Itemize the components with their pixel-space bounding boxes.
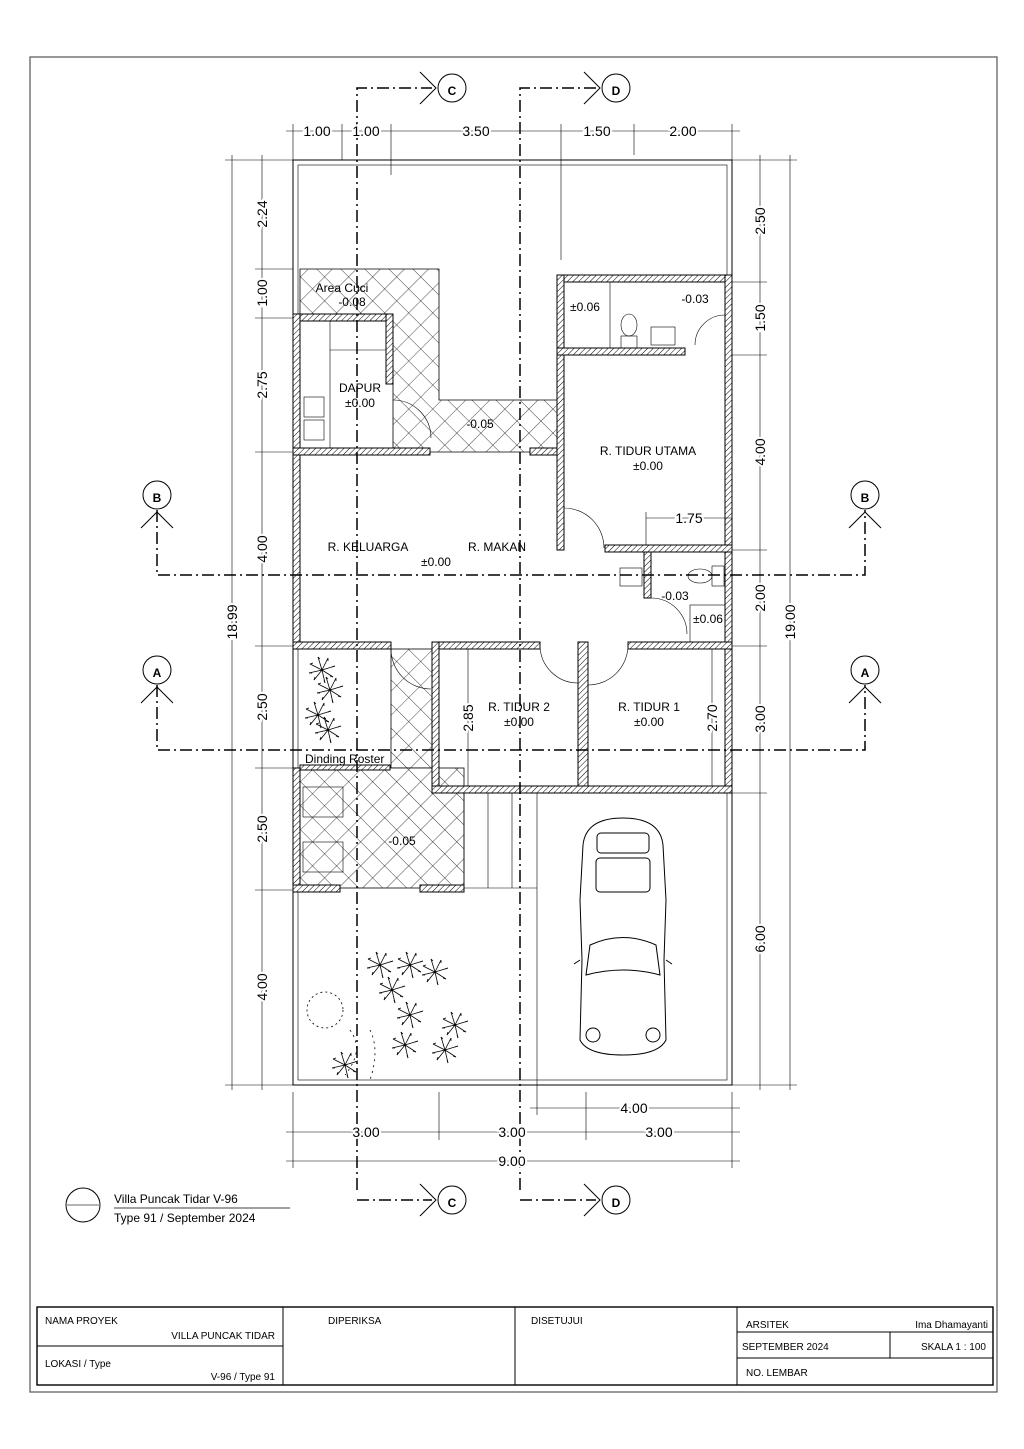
svg-text:3.00: 3.00 xyxy=(645,1124,672,1140)
svg-text:18.99: 18.99 xyxy=(224,604,240,639)
svg-text:4.00: 4.00 xyxy=(254,973,270,1000)
tiled-floor-areas xyxy=(299,268,558,889)
svg-text:4.00: 4.00 xyxy=(620,1100,647,1116)
svg-text:DAPUR: DAPUR xyxy=(339,381,381,395)
svg-text:Dinding Roster: Dinding Roster xyxy=(305,752,384,766)
svg-text:SEPTEMBER 2024: SEPTEMBER 2024 xyxy=(742,1342,829,1353)
svg-text:-0.03: -0.03 xyxy=(661,589,689,603)
sanitary-fixtures xyxy=(302,282,726,873)
section-marker-c-top: C xyxy=(419,71,467,105)
svg-text:±0.00: ±0.00 xyxy=(345,396,375,410)
svg-text:±0.00: ±0.00 xyxy=(633,459,663,473)
section-marker-b-left: B xyxy=(140,480,174,529)
svg-text:1.00: 1.00 xyxy=(303,123,330,139)
svg-text:-0.05: -0.05 xyxy=(388,834,416,848)
svg-text:4.00: 4.00 xyxy=(752,438,768,465)
svg-text:±0.00: ±0.00 xyxy=(421,555,451,569)
svg-text:19.00: 19.00 xyxy=(782,604,798,639)
svg-text:±0.06: ±0.06 xyxy=(693,612,723,626)
svg-text:2.50: 2.50 xyxy=(254,693,270,720)
svg-text:C: C xyxy=(448,84,457,98)
dimension-lines xyxy=(225,124,797,1168)
svg-text:B: B xyxy=(153,491,162,505)
svg-text:2.85: 2.85 xyxy=(460,704,476,731)
svg-text:V-96 / Type 91: V-96 / Type 91 xyxy=(211,1372,276,1383)
svg-text:R. TIDUR 1: R. TIDUR 1 xyxy=(618,700,680,714)
section-lines xyxy=(156,87,866,1201)
svg-text:±0.00: ±0.00 xyxy=(504,715,534,729)
svg-text:3.00: 3.00 xyxy=(498,1124,525,1140)
section-marker-c-bottom: C xyxy=(419,1183,467,1217)
svg-text:R. TIDUR 2: R. TIDUR 2 xyxy=(488,700,550,714)
svg-text:6.00: 6.00 xyxy=(752,925,768,952)
svg-text:C: C xyxy=(448,1196,457,1210)
svg-text:R. TIDUR UTAMA: R. TIDUR UTAMA xyxy=(600,444,696,458)
svg-text:±0.06: ±0.06 xyxy=(570,300,600,314)
svg-text:2.00: 2.00 xyxy=(752,584,768,611)
svg-text:9.00: 9.00 xyxy=(498,1153,525,1169)
section-marker-a-right: A xyxy=(848,655,882,704)
svg-text:2.50: 2.50 xyxy=(752,207,768,234)
walls xyxy=(292,274,733,893)
svg-text:NAMA PROYEK: NAMA PROYEK xyxy=(45,1316,118,1327)
svg-text:-0.03: -0.03 xyxy=(681,292,709,306)
section-marker-d-top: D xyxy=(583,71,631,105)
svg-text:-0.05: -0.05 xyxy=(466,417,494,431)
svg-text:2.75: 2.75 xyxy=(254,371,270,398)
svg-text:4.00: 4.00 xyxy=(254,535,270,562)
section-marker-a-left: A xyxy=(140,655,174,704)
svg-text:±0.00: ±0.00 xyxy=(634,715,664,729)
svg-text:LOKASI / Type: LOKASI / Type xyxy=(45,1359,111,1370)
svg-text:2.24: 2.24 xyxy=(254,200,270,227)
svg-text:Type 91 / September 2024: Type 91 / September 2024 xyxy=(114,1211,256,1225)
svg-text:VILLA PUNCAK TIDAR: VILLA PUNCAK TIDAR xyxy=(171,1331,275,1342)
svg-text:2.70: 2.70 xyxy=(704,704,720,731)
svg-text:SKALA 1 : 100: SKALA 1 : 100 xyxy=(921,1342,986,1353)
svg-text:2.50: 2.50 xyxy=(254,815,270,842)
svg-text:R. KELUARGA: R. KELUARGA xyxy=(328,540,409,554)
svg-text:DIPERIKSA: DIPERIKSA xyxy=(328,1316,382,1327)
garden-plants xyxy=(304,656,469,1081)
svg-text:3.00: 3.00 xyxy=(352,1124,379,1140)
svg-text:A: A xyxy=(861,666,870,680)
section-marker-d-bottom: D xyxy=(583,1183,631,1217)
sheet-frame xyxy=(29,56,998,1393)
svg-text:D: D xyxy=(612,84,621,98)
room-labels: Area Cuci -0.08 DAPUR ±0.00 -0.05 ±0.06 … xyxy=(305,281,723,848)
svg-text:1.00: 1.00 xyxy=(254,279,270,306)
svg-text:1.50: 1.50 xyxy=(583,123,610,139)
dimension-labels: 1.00 1.00 3.50 1.50 2.00 2.24 1.00 2.75 … xyxy=(222,121,800,1171)
section-marker-b-right: B xyxy=(848,480,882,529)
svg-text:DISETUJUI: DISETUJUI xyxy=(531,1316,583,1327)
drawing-title: Villa Puncak Tidar V-96 Type 91 / Septem… xyxy=(65,1187,290,1225)
svg-text:Area Cuci: Area Cuci xyxy=(316,281,369,295)
svg-text:R. MAKAN: R. MAKAN xyxy=(468,540,526,554)
svg-text:1.50: 1.50 xyxy=(752,304,768,331)
svg-text:3.00: 3.00 xyxy=(752,705,768,732)
svg-text:A: A xyxy=(153,666,162,680)
svg-text:Ima Dhamayanti: Ima Dhamayanti xyxy=(915,1320,988,1331)
title-block: NAMA PROYEK VILLA PUNCAK TIDAR LOKASI / … xyxy=(36,1306,994,1386)
svg-text:Villa Puncak Tidar V-96: Villa Puncak Tidar V-96 xyxy=(114,1192,238,1206)
svg-text:1.00: 1.00 xyxy=(352,123,379,139)
entry-steps xyxy=(463,793,538,1085)
car-icon xyxy=(573,817,673,1056)
svg-text:2.00: 2.00 xyxy=(669,123,696,139)
svg-text:1.75: 1.75 xyxy=(675,510,702,526)
door-swings xyxy=(390,314,726,690)
svg-text:3.50: 3.50 xyxy=(462,123,489,139)
svg-text:B: B xyxy=(861,491,870,505)
svg-text:-0.08: -0.08 xyxy=(338,295,366,309)
svg-text:NO. LEMBAR: NO. LEMBAR xyxy=(746,1368,808,1379)
svg-text:D: D xyxy=(612,1196,621,1210)
svg-text:ARSITEK: ARSITEK xyxy=(746,1320,789,1331)
